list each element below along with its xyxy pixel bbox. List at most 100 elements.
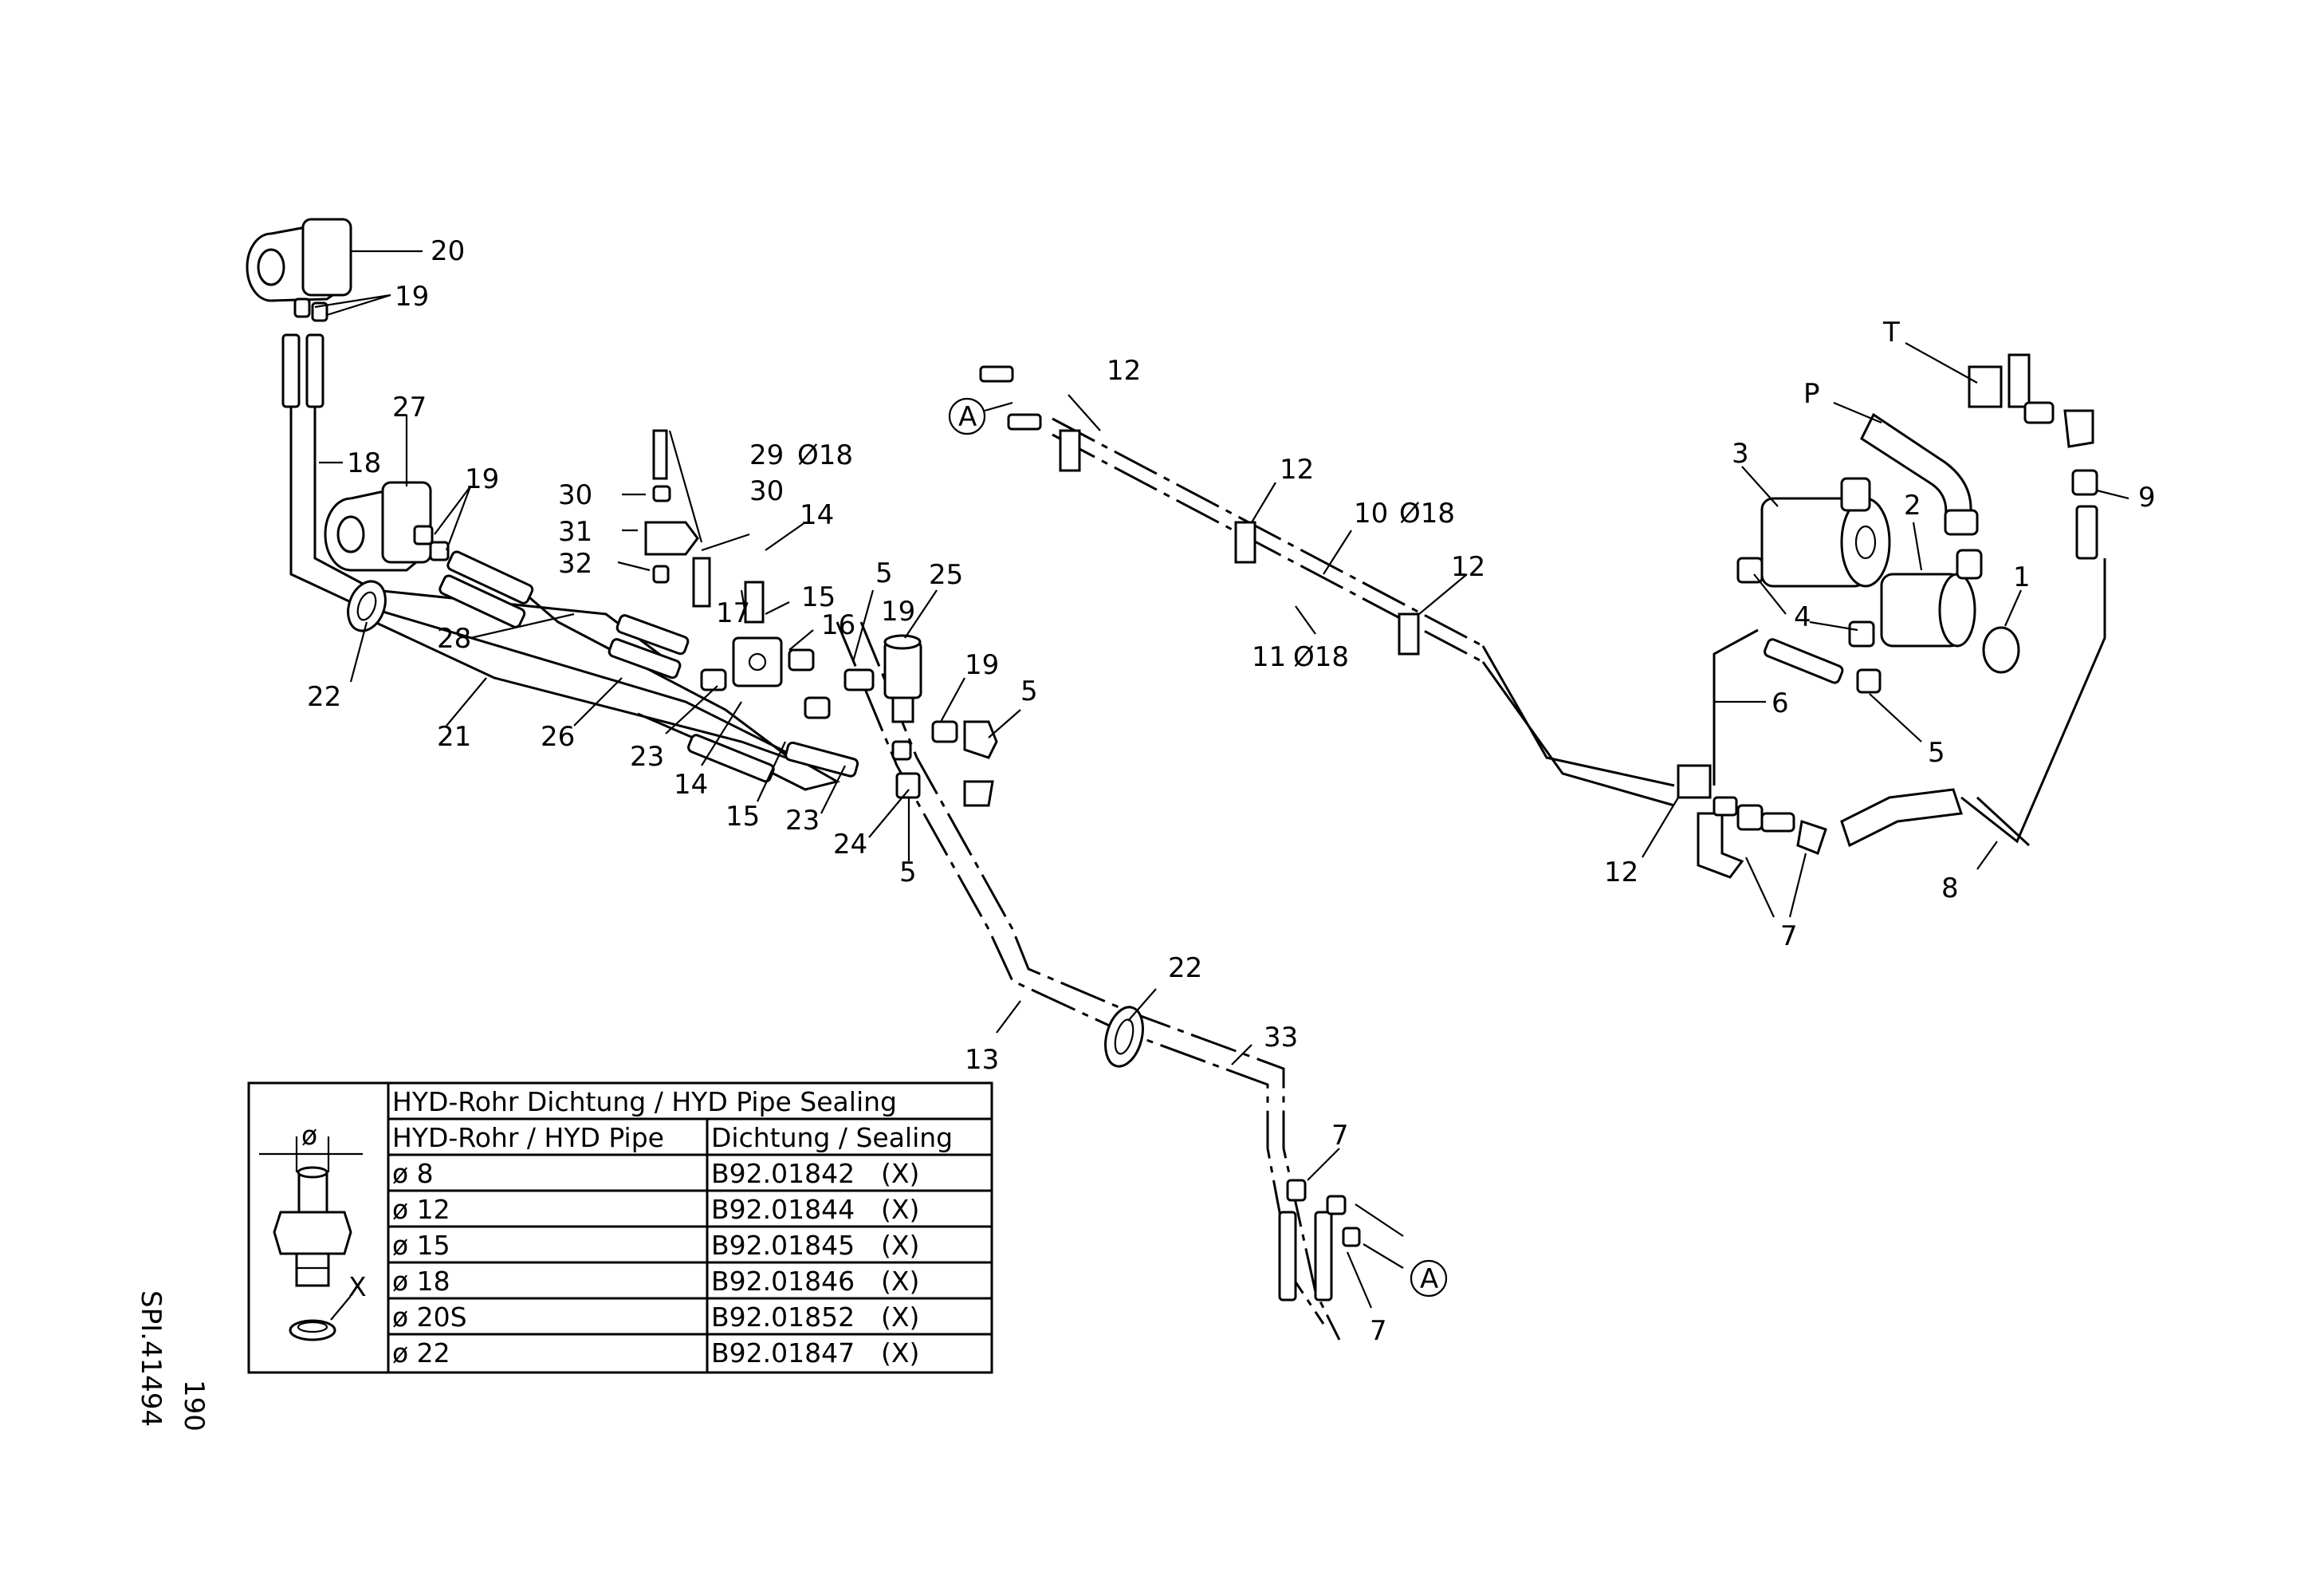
row-seal-mark: (X)	[881, 1302, 919, 1333]
callout-10: 10	[1354, 498, 1388, 530]
callout-21: 21	[437, 721, 471, 753]
callout-28: 28	[437, 623, 471, 655]
drawing-reference: SPI.41494	[135, 1290, 167, 1427]
callout-27: 27	[392, 392, 427, 423]
callout-15: 15	[726, 801, 760, 833]
hose-4-6	[1736, 557, 1882, 694]
callout-24: 24	[833, 829, 867, 861]
callout-23: 23	[785, 805, 820, 837]
elbow-fittings-5-19	[891, 720, 998, 807]
callout-5: 5	[1020, 675, 1038, 707]
callout-2: 2	[1904, 490, 1921, 522]
callout-30: 30	[558, 479, 592, 511]
column-header-sealing: Dichtung / Sealing	[711, 1122, 953, 1153]
callout-17: 17	[716, 597, 750, 629]
callout-1: 1	[2013, 561, 2031, 593]
callout-12: 12	[1280, 454, 1314, 486]
row-pipe-size: ø 18	[392, 1266, 450, 1297]
connection-marker-A-lower: A	[1410, 1259, 1448, 1298]
callout-4: 4	[1794, 601, 1811, 633]
seal-marker-X: X	[348, 1271, 367, 1302]
o-ring-1	[1982, 626, 2020, 674]
callout-11: 11	[1252, 641, 1286, 673]
callout-12: 12	[1604, 857, 1638, 888]
row-seal-part: B92.01846	[711, 1266, 855, 1297]
table-title: HYD-Rohr Dichtung / HYD Pipe Sealing	[392, 1086, 897, 1117]
hydraulic-motor-27	[324, 481, 432, 572]
page-info: 190 SPI.41494	[135, 1290, 210, 1432]
callout-33: 33	[1264, 1022, 1298, 1053]
callout-12: 12	[1107, 355, 1141, 387]
callout-16: 16	[821, 609, 855, 641]
callout-32: 32	[558, 548, 592, 580]
callout-29: 29	[749, 439, 784, 471]
hose-ends-7-33	[1278, 1179, 1404, 1302]
svg-text:A: A	[958, 401, 977, 433]
row-pipe-size: ø 8	[392, 1158, 434, 1189]
callout-14: 14	[674, 769, 708, 801]
callout-19: 19	[965, 649, 999, 681]
diameter-symbol: ø	[301, 1120, 317, 1151]
callout-19: 19	[881, 596, 915, 628]
callout-22: 22	[1168, 952, 1202, 984]
callout-19: 19	[465, 463, 499, 495]
callout-20: 20	[431, 235, 465, 267]
row-seal-part: B92.01852	[711, 1302, 855, 1333]
hoses-28-23	[438, 550, 859, 783]
callout-7: 7	[1331, 1120, 1349, 1152]
callout-9: 9	[2138, 482, 2156, 514]
callout-6: 6	[1772, 687, 1789, 719]
callout-31: 31	[558, 516, 592, 548]
callout-18: 18	[347, 447, 381, 479]
column-header-pipe: HYD-Rohr / HYD Pipe	[392, 1122, 664, 1153]
row-pipe-size: ø 22	[392, 1337, 450, 1369]
row-seal-part: B92.01842	[711, 1158, 855, 1189]
hydraulic-motor-20	[246, 218, 352, 302]
callout-12: 12	[1451, 551, 1485, 583]
row-seal-mark: (X)	[881, 1194, 919, 1225]
callout-14: 14	[800, 499, 834, 531]
callout-labels: 20 19 18 27 19 22 28 21 26 23 14 15 23 2…	[307, 235, 2156, 1347]
row-pipe-size: ø 15	[392, 1230, 450, 1261]
callout-26: 26	[541, 721, 575, 753]
pipe-clamps-12	[979, 365, 1712, 799]
pressure-switch-25	[843, 634, 922, 723]
callout-5: 5	[899, 857, 917, 888]
callout-19: 19	[395, 281, 429, 313]
callout-29-diameter: Ø18	[797, 439, 853, 471]
callout-T: T	[1882, 317, 1900, 349]
pipe-clamp-22-left	[347, 580, 387, 632]
callout-15: 15	[801, 581, 836, 613]
row-seal-part: B92.01845	[711, 1230, 855, 1261]
fittings-group-19	[281, 297, 450, 561]
row-seal-mark: (X)	[881, 1337, 919, 1369]
svg-text:A: A	[1420, 1263, 1438, 1295]
leader-lines	[314, 250, 2129, 1309]
pipe-clamp-22-center	[1104, 1006, 1144, 1068]
row-pipe-size: ø 20S	[392, 1302, 467, 1333]
callout-7: 7	[1780, 920, 1798, 952]
callout-5: 5	[1928, 737, 1945, 769]
pump-2	[1880, 549, 1983, 648]
callout-3: 3	[1732, 438, 1749, 470]
row-seal-mark: (X)	[881, 1230, 919, 1261]
callout-8: 8	[1941, 872, 1959, 904]
callout-30: 30	[749, 475, 784, 507]
hose-P	[1860, 412, 1979, 536]
valve-block-16	[700, 581, 831, 719]
connection-marker-A-upper: A	[948, 397, 1013, 435]
sealing-detail-illustration: ø X	[259, 1120, 367, 1341]
callout-5: 5	[875, 557, 893, 589]
fittings-7-hose-8	[1697, 788, 1964, 879]
callout-11-diameter: Ø18	[1293, 641, 1349, 673]
row-seal-part: B92.01847	[711, 1337, 855, 1369]
row-pipe-size: ø 12	[392, 1194, 450, 1225]
row-seal-part: B92.01844	[711, 1194, 855, 1225]
row-seal-mark: (X)	[881, 1158, 919, 1189]
callout-25: 25	[929, 559, 963, 591]
sealing-table: ø X HYD-Rohr Dichtung / HYD Pipe Sealing…	[247, 1081, 993, 1374]
fittings-29-32	[644, 429, 711, 608]
callout-P: P	[1803, 378, 1820, 410]
row-seal-mark: (X)	[881, 1266, 919, 1297]
